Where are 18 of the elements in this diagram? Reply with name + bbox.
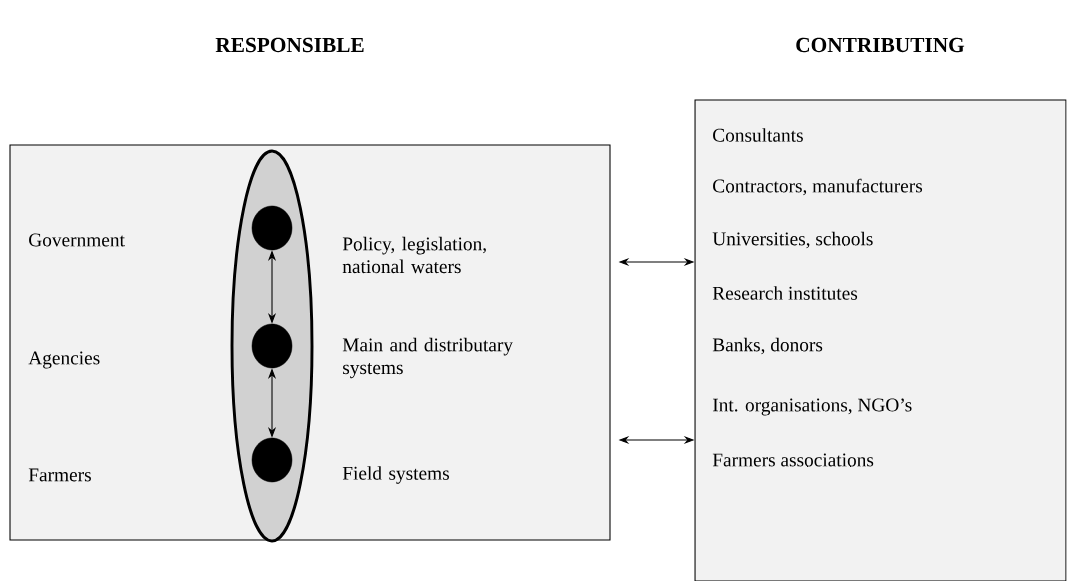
item-text: Agencies (28, 351, 100, 369)
item-text: Farmers associations (712, 453, 874, 467)
item-text: Research institutes (712, 286, 858, 300)
item-text: Consultants (713, 128, 803, 142)
item-text: Int. organisations, NGO’s (712, 398, 912, 416)
filled-dot (251, 205, 293, 251)
item-text: Main and distributary systems (342, 337, 513, 379)
item-text: Policy, legislation, national waters (342, 236, 486, 274)
item-text: Government (29, 233, 125, 247)
item-text: Banks, donors (712, 337, 823, 355)
filled-dot (251, 323, 293, 369)
item-text: Contractors, manufacturers (713, 178, 923, 196)
heading: RESPONSIBLE (215, 37, 364, 53)
filled-dot (251, 437, 293, 483)
item-text: Universities, schools (712, 231, 873, 249)
heading: CONTRIBUTING (796, 37, 965, 53)
item-text: Farmers (28, 468, 91, 482)
item-text: Field systems (342, 466, 449, 484)
